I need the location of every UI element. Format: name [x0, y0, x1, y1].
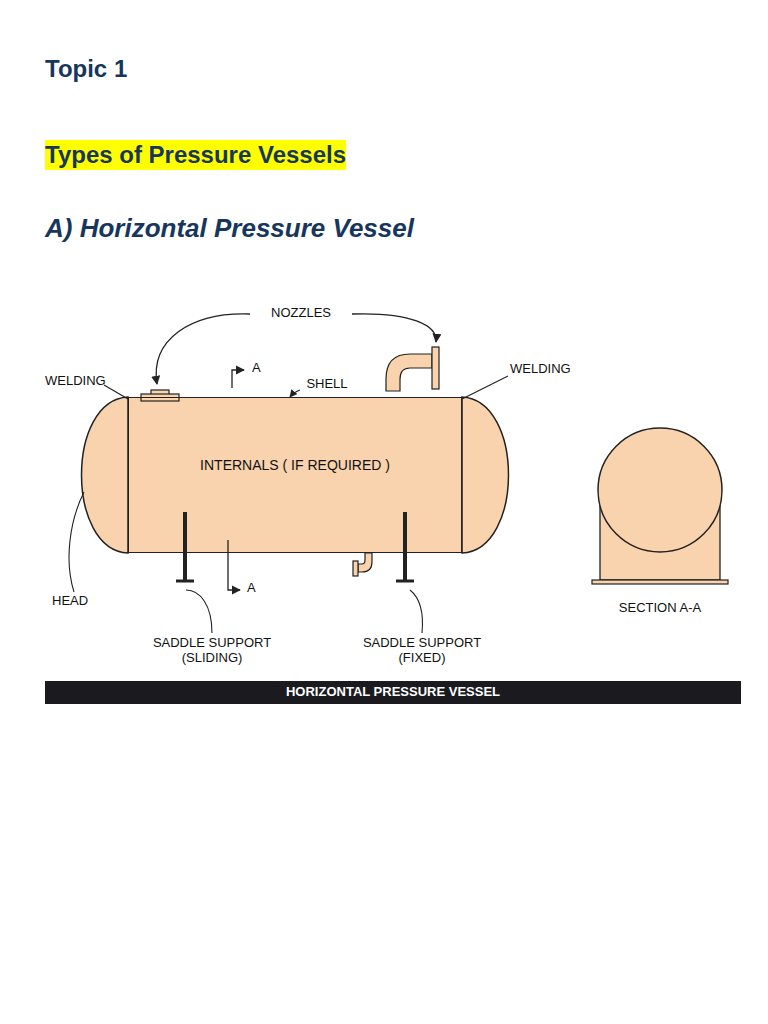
leader-line — [186, 590, 212, 633]
left-head — [82, 397, 129, 553]
view-label: SECTION A-A — [619, 601, 701, 616]
section-marker — [228, 540, 240, 590]
leader-line — [410, 590, 423, 633]
section-letter: A — [247, 581, 256, 596]
section-shell — [598, 428, 722, 552]
saddle-leg — [183, 512, 187, 580]
nozzle-elbow — [386, 354, 432, 391]
section-heading: Types of Pressure Vessels — [45, 140, 346, 170]
part-label: SHELL — [306, 377, 347, 392]
part-label: NOZZLES — [271, 306, 331, 321]
leader-line — [352, 314, 436, 342]
topic-heading: Topic 1 — [45, 55, 127, 83]
leader-line — [290, 390, 300, 397]
part-label: HEAD — [52, 594, 88, 609]
saddle-leg — [403, 512, 407, 580]
part-label: WELDING — [510, 362, 571, 377]
leader-line — [69, 492, 84, 592]
shell-body — [128, 397, 462, 553]
saddle-base — [396, 580, 414, 583]
vessel-shell: INTERNALS ( IF REQUIRED ) — [128, 397, 462, 553]
drain-flange — [353, 561, 358, 576]
leader-line — [462, 376, 508, 399]
part-label: WELDING — [45, 374, 106, 389]
leader-line — [104, 385, 128, 399]
caption-bar: HORIZONTAL PRESSURE VESSEL — [45, 681, 741, 704]
leader-line — [156, 314, 250, 384]
section-base — [592, 580, 728, 584]
drain-nozzle — [358, 553, 372, 572]
subsection-heading: A) Horizontal Pressure Vessel — [45, 214, 414, 244]
part-label: SADDLE SUPPORT (SLIDING) — [137, 636, 287, 666]
part-label: SADDLE SUPPORT (FIXED) — [347, 636, 497, 666]
figure-caption: HORIZONTAL PRESSURE VESSEL — [286, 685, 500, 700]
right-head — [462, 397, 509, 553]
section-letter: A — [252, 361, 261, 376]
nozzle-flange — [432, 347, 439, 389]
section-marker — [232, 370, 244, 388]
node-text: INTERNALS ( IF REQUIRED ) — [200, 457, 390, 473]
saddle-base — [176, 580, 194, 583]
